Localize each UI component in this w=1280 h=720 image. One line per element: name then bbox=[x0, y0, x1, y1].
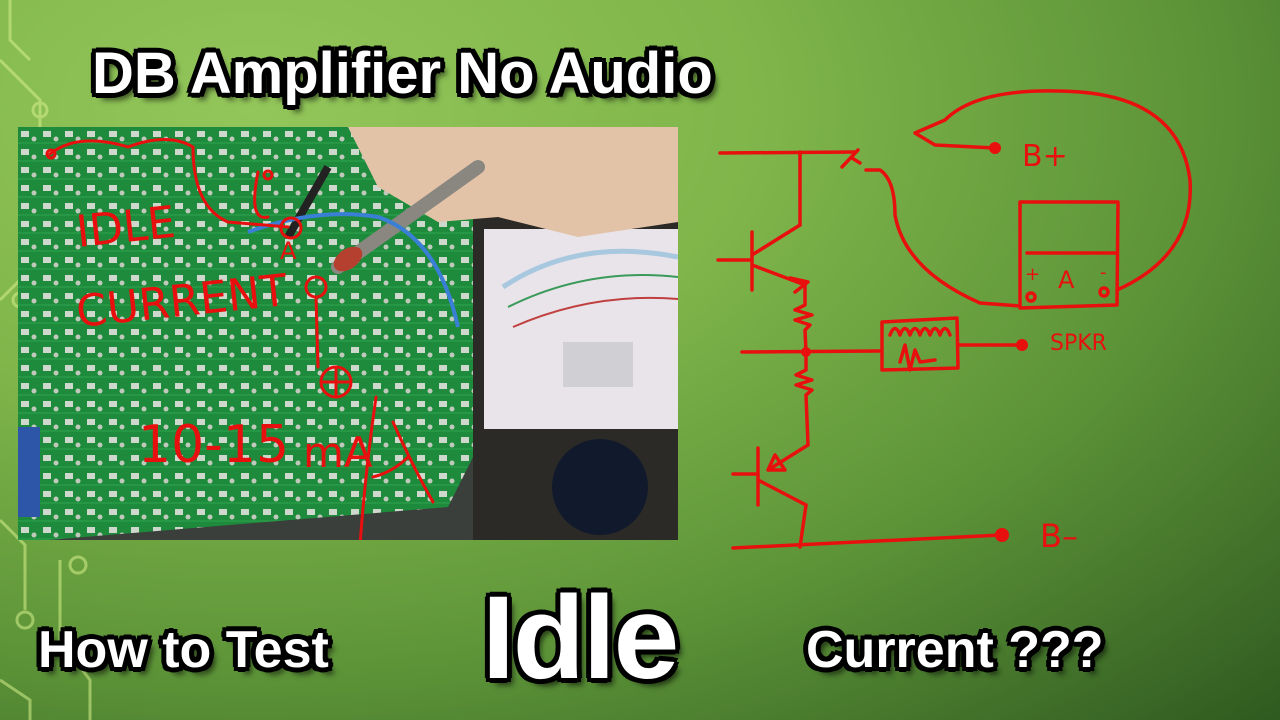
subtitle-idle: Idle bbox=[482, 572, 679, 704]
loop-wire bbox=[913, 89, 1193, 292]
subtitle-how-to-test: How to Test bbox=[38, 621, 329, 679]
subtitle-current: Current ??? bbox=[806, 621, 1104, 679]
label-ammeter: A bbox=[1058, 266, 1075, 294]
output-inductor bbox=[880, 316, 960, 372]
pnp-transistor bbox=[731, 443, 810, 507]
annotation-range: 10-15 bbox=[138, 415, 289, 475]
meter-dial bbox=[552, 439, 648, 535]
label-plus: + bbox=[1025, 264, 1040, 285]
pcb-photo: IDLE CURRENT A 10-15 mA bbox=[18, 127, 678, 540]
output-node bbox=[801, 347, 811, 357]
annotation-meter-mark: A bbox=[280, 237, 297, 265]
upper-resistor bbox=[793, 283, 814, 354]
ammeter-box bbox=[1018, 200, 1120, 310]
video-title: DB Amplifier No Audio bbox=[92, 41, 713, 106]
annotation-idle: IDLE bbox=[74, 197, 178, 258]
label-minus: - bbox=[1100, 262, 1107, 283]
label-b-plus: B+ bbox=[1022, 139, 1068, 174]
label-speaker: SPKR bbox=[1050, 331, 1107, 356]
npn-transistor bbox=[716, 223, 810, 294]
speaker-terminal bbox=[1016, 339, 1028, 351]
annotation-unit: mA bbox=[303, 428, 373, 477]
label-b-minus: B– bbox=[1040, 517, 1078, 555]
top-rail-wire bbox=[718, 150, 857, 155]
negative-terminal bbox=[995, 528, 1009, 542]
bottom-rail-wire bbox=[731, 533, 1004, 550]
lower-resistor bbox=[794, 350, 814, 447]
break-mark bbox=[840, 148, 862, 169]
meter-lead-wire bbox=[864, 168, 1022, 308]
positive-terminal bbox=[989, 142, 1001, 154]
pcb-photo-drawing: IDLE CURRENT A 10-15 mA bbox=[18, 127, 678, 540]
